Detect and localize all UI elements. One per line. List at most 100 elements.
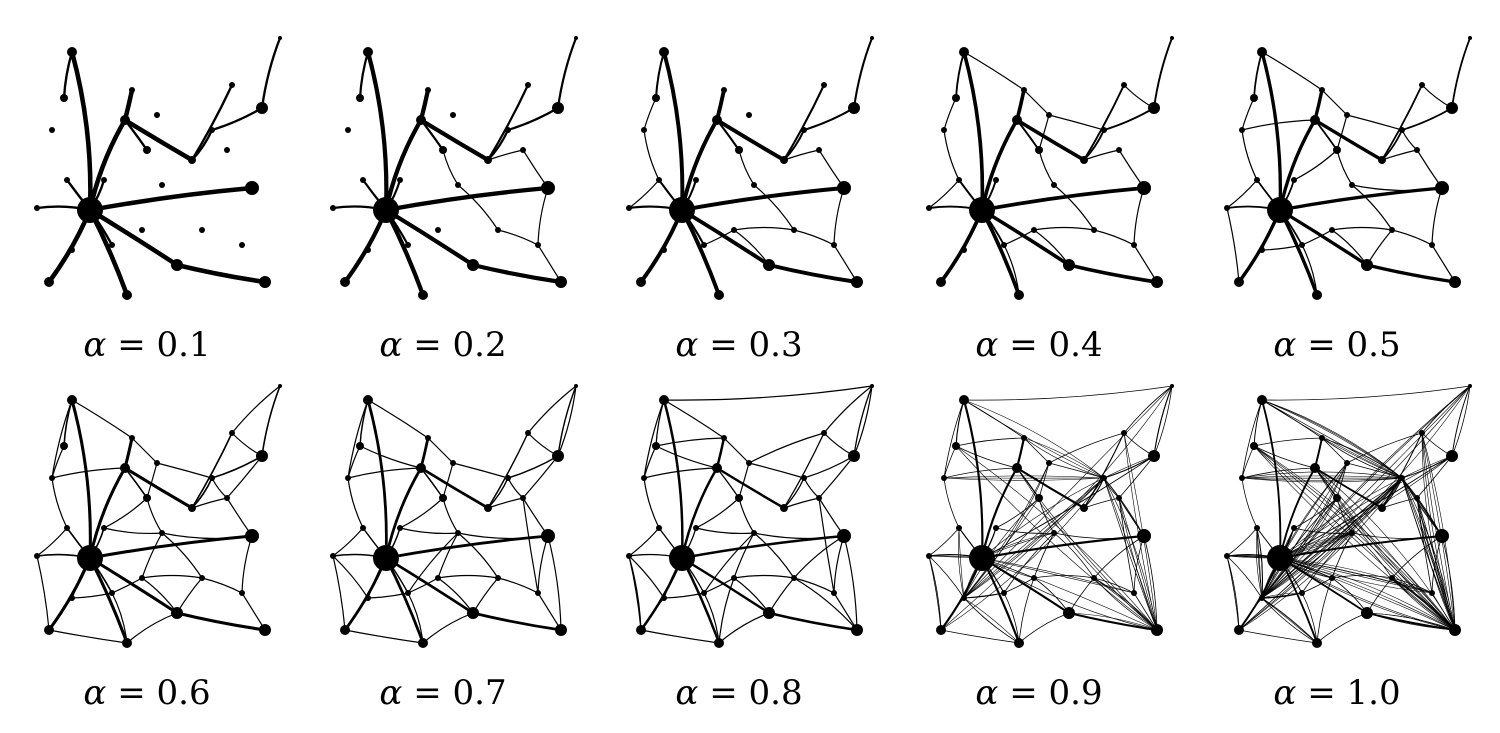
network-edge <box>523 498 538 593</box>
network-node <box>1259 595 1265 601</box>
network-edge <box>982 120 1017 210</box>
network-node <box>851 276 863 288</box>
network-edge <box>959 528 964 598</box>
network-edge <box>1069 265 1157 282</box>
network-node <box>525 430 531 436</box>
network-node <box>993 177 999 183</box>
network-edge <box>1154 386 1172 456</box>
network-edge <box>1034 227 1094 230</box>
network-edge <box>964 386 1172 400</box>
network-node <box>1349 182 1355 188</box>
network-node <box>199 575 205 581</box>
network-edge <box>1432 188 1442 245</box>
network-node <box>1310 463 1320 473</box>
network-node <box>1429 590 1435 596</box>
network-edge <box>982 188 1144 210</box>
network-edge <box>734 533 754 578</box>
network-edge <box>964 400 1104 478</box>
network-node <box>340 277 350 287</box>
network-edge <box>644 478 659 528</box>
network-edge <box>749 433 824 463</box>
network-node <box>541 181 555 195</box>
network-node <box>495 575 501 581</box>
network-node <box>405 590 411 596</box>
network-node <box>69 595 75 601</box>
network-edge <box>944 130 959 180</box>
network-node <box>1116 495 1122 501</box>
network-node <box>416 463 426 473</box>
network-edge <box>1084 478 1104 508</box>
panel-caption: α = 0.1 <box>2 325 292 365</box>
network-node <box>801 127 807 133</box>
network-edge <box>90 188 252 210</box>
network-edge <box>929 556 941 630</box>
network-node <box>1148 450 1160 462</box>
network-node <box>656 177 662 183</box>
network-edge <box>1134 188 1144 245</box>
network-node <box>373 197 399 223</box>
network-edge <box>1254 438 1322 446</box>
network-edge <box>1017 120 1084 160</box>
network-node <box>993 525 999 531</box>
network-edge <box>1254 52 1262 98</box>
alpha-value: = 0.1 <box>117 325 210 365</box>
network-node <box>959 47 969 57</box>
network-node <box>64 177 70 183</box>
network-node <box>1361 607 1373 619</box>
network-edge <box>1094 230 1134 245</box>
network-edge <box>719 613 769 643</box>
network-node <box>941 127 947 133</box>
network-edge <box>724 438 749 463</box>
network-node <box>661 247 667 253</box>
network-node <box>1080 156 1088 164</box>
network-node <box>659 395 669 405</box>
network-edge <box>982 558 1157 630</box>
network-node <box>34 553 40 559</box>
network-node <box>1446 102 1458 114</box>
network-node <box>926 205 932 211</box>
network-edge <box>1039 150 1054 185</box>
network-edge <box>794 230 834 245</box>
network-edge <box>682 536 844 558</box>
network-edge <box>1054 185 1094 230</box>
network-node <box>1063 607 1075 619</box>
network-node <box>1151 276 1163 288</box>
network-edge <box>734 575 794 578</box>
network-edge <box>1262 400 1402 478</box>
network-node <box>450 112 456 118</box>
network-edge <box>1352 185 1392 230</box>
network-edge <box>717 120 784 160</box>
network-node <box>821 430 827 436</box>
network-node <box>1035 146 1043 154</box>
network-edge <box>386 536 548 558</box>
network-node <box>1435 529 1449 543</box>
panel-caption: α = 0.2 <box>298 325 588 365</box>
network-edge <box>794 536 844 578</box>
network-edge <box>360 446 421 468</box>
network-edge <box>52 446 64 478</box>
panel-alpha-0-9: α = 0.9 <box>894 378 1184 733</box>
network-node <box>870 36 874 40</box>
network-node <box>1224 553 1230 559</box>
network-edge <box>664 386 872 400</box>
network-node <box>1449 276 1461 288</box>
network-node <box>1361 259 1373 271</box>
network-node <box>171 259 183 271</box>
network-node <box>259 276 271 288</box>
network-edge <box>345 630 423 643</box>
network-node <box>1234 625 1244 635</box>
network-node <box>101 177 107 183</box>
network-node <box>525 82 531 88</box>
network-edge <box>1262 52 1280 210</box>
network-edge <box>400 528 458 533</box>
network-node <box>1399 127 1405 133</box>
network-node <box>831 242 837 248</box>
network-edge <box>333 556 368 598</box>
network-node <box>1310 115 1320 125</box>
network-edge <box>162 533 202 578</box>
network-node <box>143 494 151 502</box>
network-node <box>139 575 145 581</box>
network-node <box>330 205 336 211</box>
alpha-value: = 0.9 <box>1009 673 1102 713</box>
network-node <box>801 475 807 481</box>
